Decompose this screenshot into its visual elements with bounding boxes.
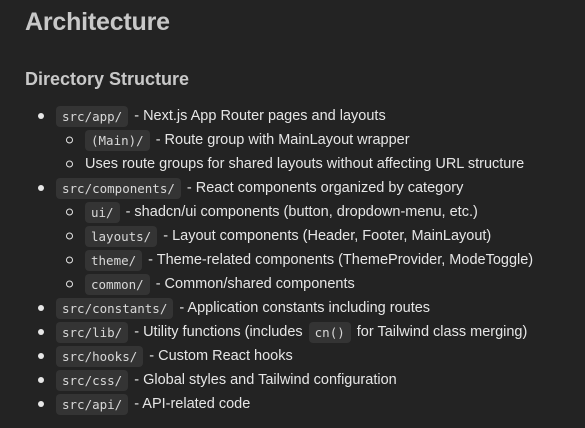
- list-item: src/app/ - Next.js App Router pages and …: [0, 104, 585, 128]
- item-description: - Next.js App Router pages and layouts: [134, 108, 386, 124]
- bullet-circle-icon: [66, 232, 73, 240]
- item-description: - Custom React hooks: [149, 348, 293, 364]
- code-span: common/: [85, 273, 150, 295]
- code-span: layouts/: [85, 225, 158, 247]
- item-description: - Route group with MainLayout wrapper: [155, 132, 410, 148]
- list-item: src/hooks/ - Custom React hooks: [0, 344, 585, 368]
- item-description: - Theme-related components (ThemeProvide…: [148, 252, 534, 268]
- list-item: src/css/ - Global styles and Tailwind co…: [0, 368, 585, 392]
- list-item: common/ - Common/shared components: [0, 272, 585, 296]
- bullet-disc-icon: [38, 305, 44, 311]
- code-span: src/css/: [56, 369, 129, 391]
- item-description: - Utility functions (includes: [134, 324, 303, 340]
- item-description: Uses route groups for shared layouts wit…: [85, 156, 525, 172]
- list-item: ui/ - shadcn/ui components (button, drop…: [0, 200, 585, 224]
- list-item: src/constants/ - Application constants i…: [0, 296, 585, 320]
- code-span: src/hooks/: [56, 345, 144, 367]
- bullet-disc-icon: [38, 401, 44, 407]
- item-description: - Layout components (Header, Footer, Mai…: [163, 228, 492, 244]
- section-heading: Directory Structure: [25, 69, 190, 89]
- code-span: src/components/: [56, 177, 181, 199]
- bullet-circle-icon: [66, 280, 73, 288]
- bullet-circle-icon: [66, 136, 73, 144]
- code-span: src/app/: [56, 105, 129, 127]
- item-description: - shadcn/ui components (button, dropdown…: [125, 204, 478, 220]
- bullet-circle-icon: [66, 208, 73, 216]
- bullet-disc-icon: [38, 185, 44, 191]
- item-description: - Common/shared components: [155, 276, 355, 292]
- list-item: theme/ - Theme-related components (Theme…: [0, 248, 585, 272]
- bullet-disc-icon: [38, 113, 44, 119]
- list-item: src/api/ - API-related code: [0, 392, 585, 416]
- list-item: src/components/ - React components organ…: [0, 176, 585, 200]
- bullet-disc-icon: [38, 353, 44, 359]
- item-description: - Application constants including routes: [179, 300, 431, 316]
- code-span: src/api/: [56, 393, 129, 415]
- page-title: Architecture: [25, 8, 170, 36]
- bullet-circle-icon: [66, 256, 73, 264]
- list-item: src/lib/ - Utility functions (includes c…: [0, 320, 585, 344]
- directory-list: src/app/ - Next.js App Router pages and …: [0, 104, 585, 416]
- bullet-disc-icon: [38, 377, 44, 383]
- inline-code-span: cn(): [308, 321, 351, 343]
- item-description-after: for Tailwind class merging): [356, 324, 528, 340]
- code-span: (Main)/: [85, 129, 150, 151]
- item-description: - API-related code: [134, 396, 251, 412]
- code-span: theme/: [85, 249, 143, 271]
- code-span: src/lib/: [56, 321, 129, 343]
- bullet-disc-icon: [38, 329, 44, 335]
- code-span: src/constants/: [56, 297, 174, 319]
- item-description: - Global styles and Tailwind configurati…: [134, 372, 397, 388]
- bullet-circle-icon: [66, 160, 73, 168]
- list-item: layouts/ - Layout components (Header, Fo…: [0, 224, 585, 248]
- code-span: ui/: [85, 201, 120, 223]
- item-description: - React components organized by category: [186, 180, 464, 196]
- list-item: Uses route groups for shared layouts wit…: [0, 152, 585, 176]
- list-item: (Main)/ - Route group with MainLayout wr…: [0, 128, 585, 152]
